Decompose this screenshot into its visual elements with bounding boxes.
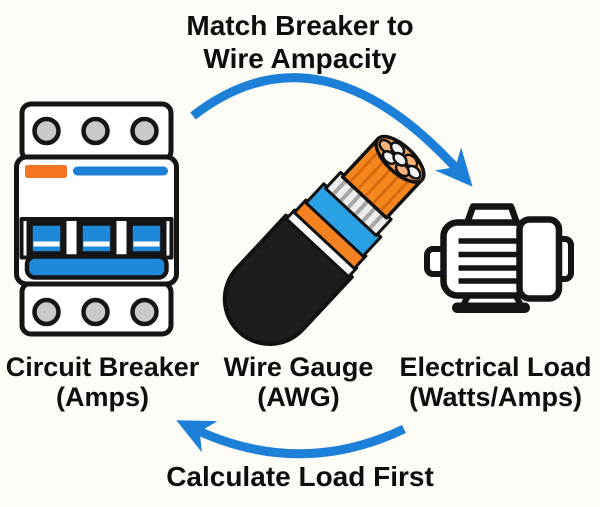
breaker-toggle [129, 222, 164, 255]
circuit-breaker-icon [14, 101, 179, 337]
label-circuit-breaker: Circuit Breaker (Amps) [0, 352, 205, 412]
bottom-caption-text: Calculate Load First [166, 461, 434, 492]
circuit-breaker-label-line2: (Amps) [56, 382, 149, 412]
cycle-arrow-top [190, 73, 473, 187]
motor-fins [458, 238, 523, 284]
motor-end-cap [516, 216, 563, 302]
top-arrow-caption: Match Breaker to Wire Ampacity [0, 9, 600, 75]
circuit-breaker-label-line1: Circuit Breaker [5, 352, 200, 382]
label-electrical-load: Electrical Load (Watts/Amps) [393, 352, 598, 412]
breaker-blue-indicator [73, 166, 168, 176]
electrical-load-label-line1: Electrical Load [399, 352, 592, 382]
electric-motor-icon [424, 203, 574, 313]
motor-body [440, 219, 532, 299]
electrical-load-label-line2: (Watts/Amps) [409, 382, 582, 412]
cycle-arrow-bottom [176, 420, 406, 459]
wire-gauge-label-line1: Wire Gauge [223, 352, 374, 382]
wire-cable-icon [222, 134, 426, 346]
bottom-arrow-caption: Calculate Load First [0, 462, 600, 492]
wire-gauge-label-line2: (AWG) [257, 382, 340, 412]
breaker-toggle [79, 222, 114, 255]
motor-base [452, 302, 530, 313]
label-wire-gauge: Wire Gauge (AWG) [196, 352, 401, 412]
breaker-toggle [29, 222, 64, 255]
top-caption-line2: Wire Ampacity [203, 43, 397, 74]
top-caption-line1: Match Breaker to [186, 10, 414, 41]
breaker-orange-indicator [25, 165, 67, 178]
breaker-tie-bar [24, 254, 169, 280]
